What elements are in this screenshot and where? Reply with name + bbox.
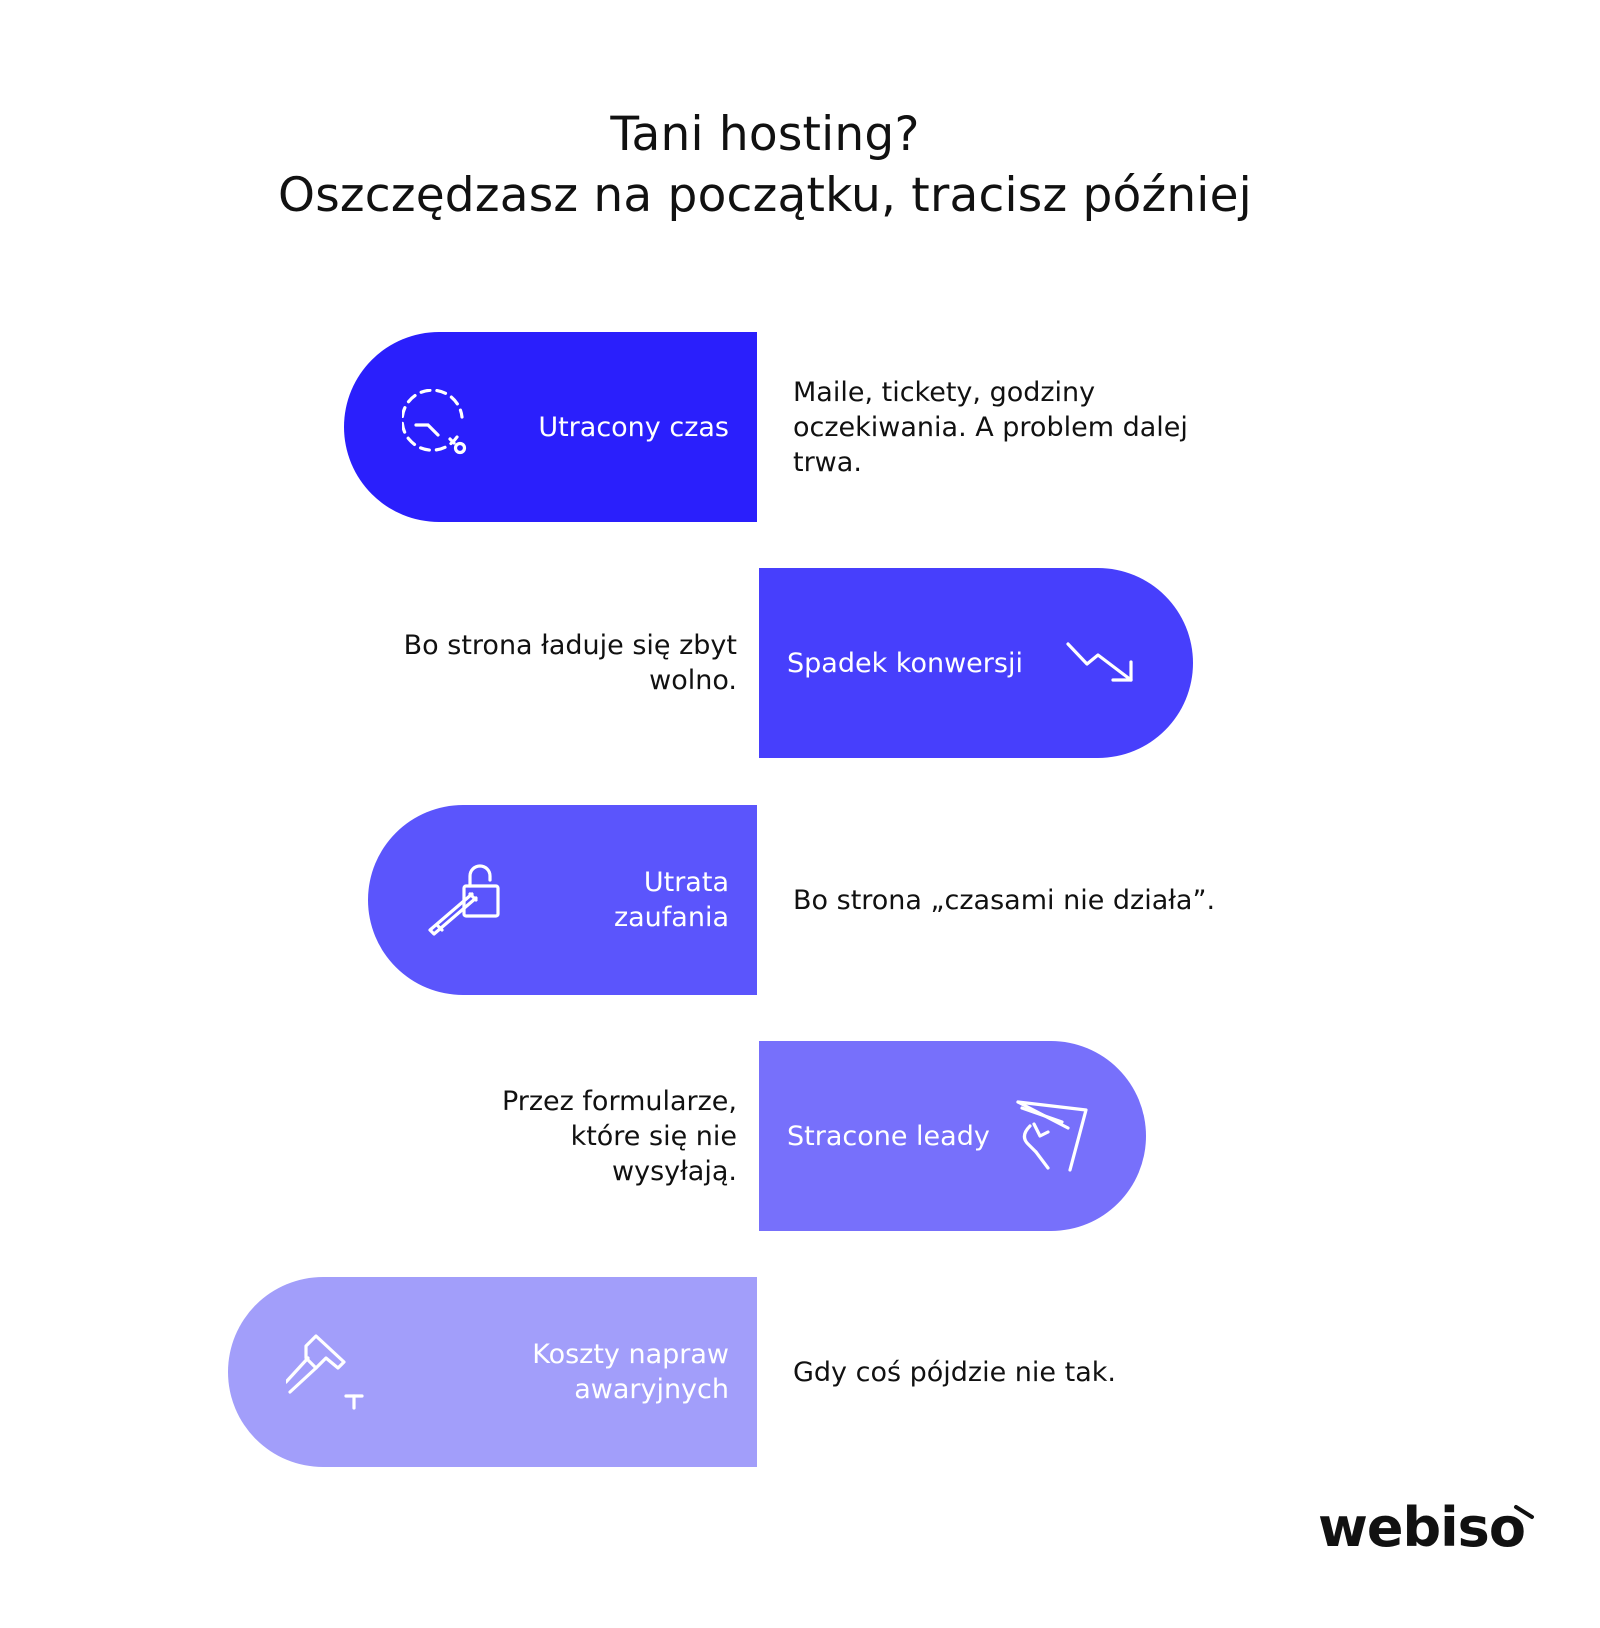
- paper-plane-hand-icon: [1016, 1100, 1088, 1172]
- title-line-2: Oszczędzasz na początku, tracisz później: [278, 168, 1252, 223]
- pill-lost-time: Utracony czas: [344, 332, 757, 522]
- clock-dashed-icon: [402, 389, 467, 455]
- brand-logo: webiso: [1318, 1498, 1534, 1558]
- title-line-1: Tani hosting?: [610, 107, 920, 162]
- pill-label: Spadek konwersji: [787, 647, 1023, 679]
- page-title: Tani hosting? Oszczędzasz na początku, t…: [0, 104, 1530, 226]
- pill-repair-costs: Koszty napraw awaryjnych: [228, 1277, 757, 1467]
- pill-label: Koszty napraw awaryjnych: [532, 1339, 729, 1405]
- description-repair-costs: Gdy coś pójdzie nie tak.: [793, 1356, 1116, 1388]
- trend-down-arrow-icon: [1066, 642, 1133, 682]
- pill-label: Stracone leady: [787, 1120, 990, 1152]
- pill-lost-leads: Stracone leady: [759, 1041, 1146, 1231]
- logo-mark-icon: [1513, 1505, 1534, 1519]
- hammer-nail-icon: [286, 1334, 364, 1410]
- pill-conversion-drop: Spadek konwersji: [759, 568, 1193, 758]
- pill-label: Utracony czas: [538, 411, 729, 443]
- unlocked-padlock-key-icon: [428, 864, 500, 936]
- description-trust-loss: Bo strona „czasami nie działa”.: [793, 884, 1216, 916]
- description-lost-leads: Przez formularze, które się nie wysyłają…: [501, 1085, 737, 1187]
- pill-label: Utrata zaufania: [613, 867, 729, 933]
- description-conversion-drop: Bo strona ładuje się zbyt wolno.: [403, 630, 737, 696]
- pill-trust-loss: Utrata zaufania: [368, 805, 757, 995]
- description-lost-time: Maile, tickety, godziny oczekiwania. A p…: [793, 376, 1188, 478]
